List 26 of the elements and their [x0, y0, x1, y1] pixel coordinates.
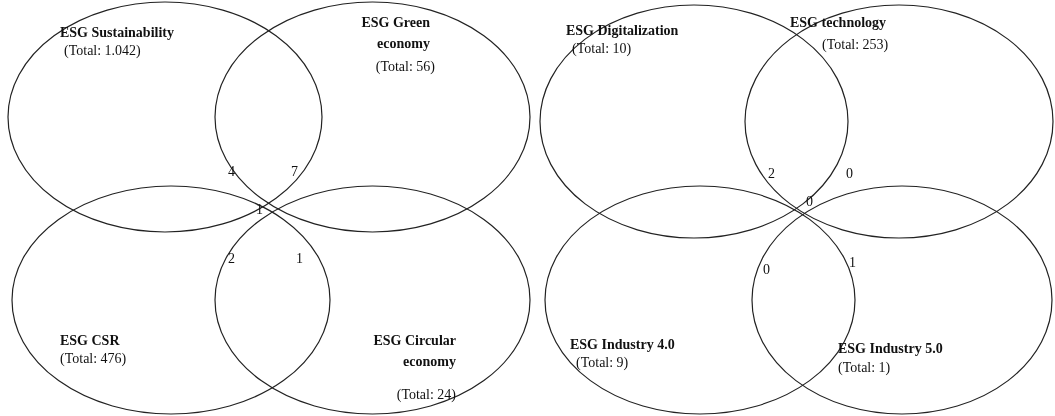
set-total: (Total: 24): [395, 386, 456, 404]
overlap-count: 1: [849, 255, 856, 271]
overlap-count: 1: [256, 202, 263, 218]
overlap-count: 7: [291, 164, 298, 180]
set-total: (Total: 9): [576, 354, 630, 372]
overlap-count: 2: [228, 251, 235, 267]
set-total: (Total: 476): [60, 350, 128, 368]
overlap-count: 4: [228, 164, 235, 180]
set-total: (Total: 56): [374, 58, 435, 76]
set-total: (Total: 1.042): [64, 42, 142, 60]
overlap-count: 2: [768, 166, 775, 182]
set-title: ESG Sustainability: [60, 24, 175, 42]
set-total: (Total: 10): [572, 40, 633, 58]
overlap-count: 0: [806, 194, 813, 210]
overlap-count: 0: [846, 166, 853, 182]
overlap-count: 0: [763, 262, 770, 278]
set-title: ESG Digitalization: [566, 22, 680, 40]
set-title: ESG Industry 4.0: [570, 336, 676, 354]
set-title: ESG Circular economy: [372, 332, 456, 371]
set-title: ESG CSR: [60, 332, 121, 350]
set-total: (Total: 253): [822, 36, 890, 54]
overlap-count: 1: [296, 251, 303, 267]
set-title: ESG Green economy: [360, 14, 430, 53]
set-total: (Total: 1): [838, 359, 892, 377]
set-title: ESG Industry 5.0: [838, 340, 944, 358]
set-title: ESG technology: [790, 14, 888, 32]
